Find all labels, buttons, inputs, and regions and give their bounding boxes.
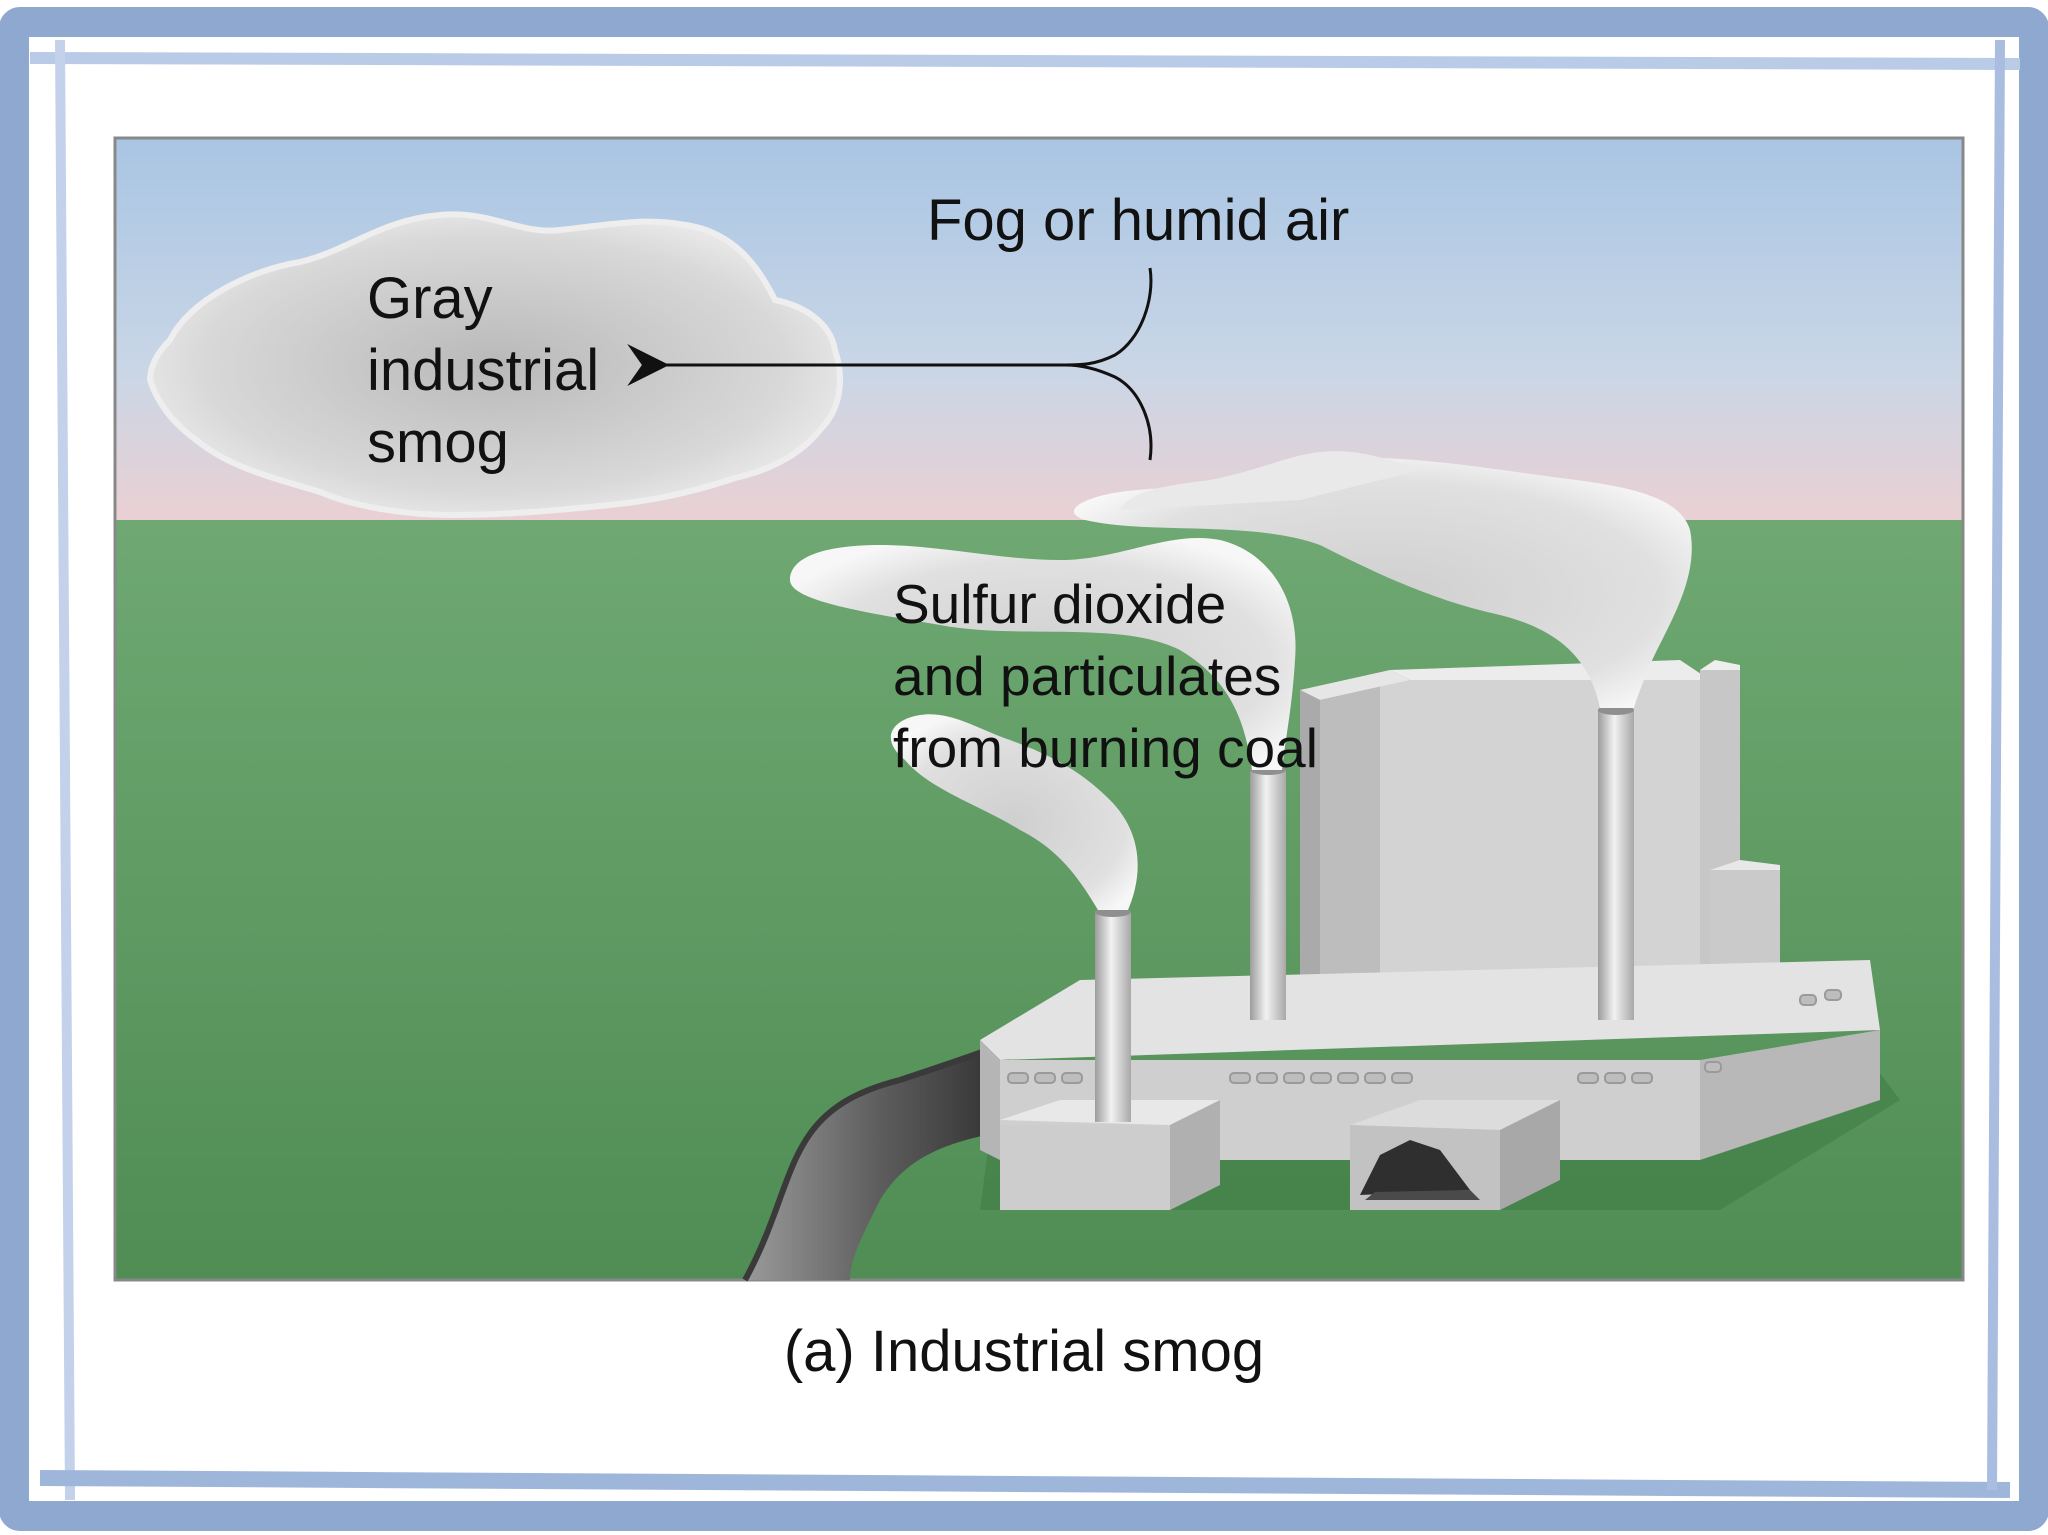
label-sulfur-dioxide: Sulfur dioxide and particulates from bur… xyxy=(893,568,1318,784)
label-line: and particulates xyxy=(893,645,1282,707)
frame-border xyxy=(0,7,2048,1531)
label-fog-humid-air: Fog or humid air xyxy=(927,188,1350,253)
label-line: smog xyxy=(367,410,509,475)
figure-caption: (a) Industrial smog xyxy=(783,1319,1265,1384)
label-line: Sulfur dioxide xyxy=(893,573,1227,635)
smokestack-icon xyxy=(1095,705,1634,1122)
smoke-plume xyxy=(790,451,1692,910)
label-gray-industrial-smog: Gray industrial smog xyxy=(367,263,599,479)
factory-icon xyxy=(980,660,1880,1210)
coal-pile-icon xyxy=(1360,1140,1470,1195)
road-icon xyxy=(745,1040,1010,1280)
label-line: industrial xyxy=(367,338,600,403)
cloud-icon xyxy=(146,211,843,519)
label-line: from burning coal xyxy=(893,717,1318,779)
brace-lines xyxy=(627,267,1153,461)
label-line: Gray xyxy=(367,266,493,331)
